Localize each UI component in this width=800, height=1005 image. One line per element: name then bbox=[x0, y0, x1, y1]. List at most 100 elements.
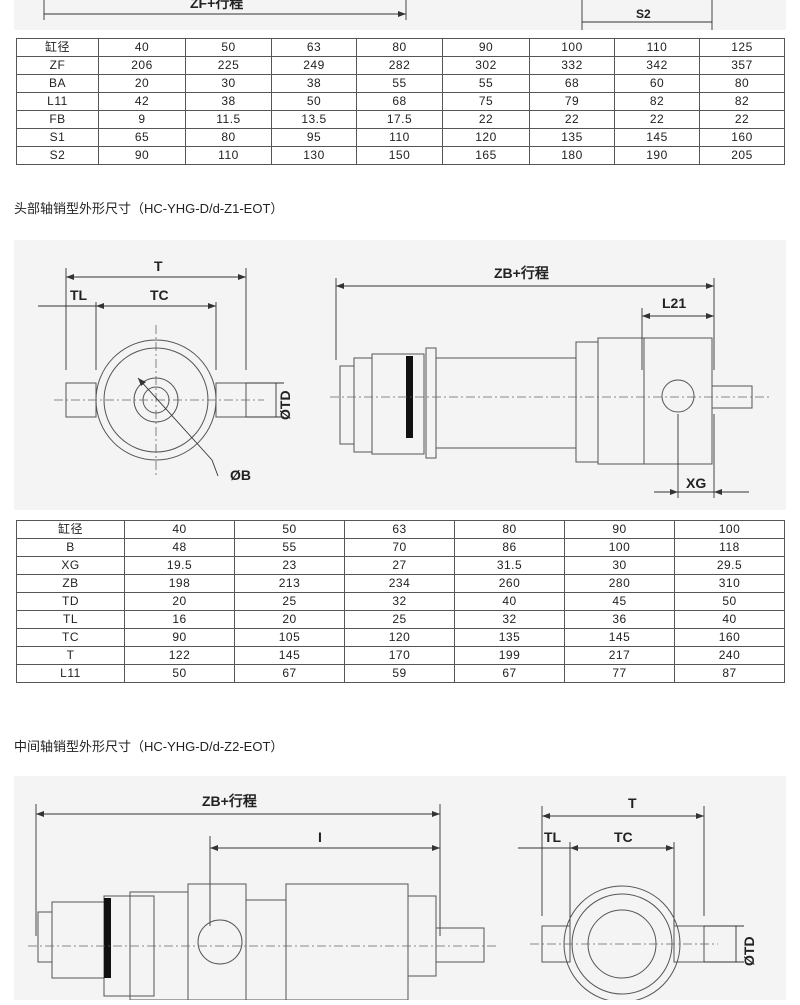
row-header-cell: B bbox=[16, 538, 125, 557]
row-header-cell: ZB bbox=[16, 574, 125, 593]
label-zb: ZB+行程 bbox=[494, 265, 549, 281]
table-cell: 234 bbox=[344, 574, 455, 593]
top-drawing-panel: ZF+行程 S2 bbox=[14, 0, 786, 30]
table-cell: 160 bbox=[699, 128, 785, 147]
table-cell: 32 bbox=[344, 592, 455, 611]
table-cell: 90 bbox=[564, 520, 675, 539]
table-cell: 199 bbox=[454, 646, 565, 665]
table-cell: 20 bbox=[234, 610, 345, 629]
label-zb-3: ZB+行程 bbox=[202, 793, 257, 809]
table-cell: 25 bbox=[234, 592, 345, 611]
table-cell: 22 bbox=[699, 110, 785, 129]
table-cell: 29.5 bbox=[674, 556, 785, 575]
label-t-3: T bbox=[628, 795, 637, 811]
label-tl: TL bbox=[70, 287, 88, 303]
label-t: T bbox=[154, 258, 163, 274]
table-cell: 86 bbox=[454, 538, 565, 557]
table-cell: 59 bbox=[344, 664, 455, 683]
table-cell: 357 bbox=[699, 56, 785, 75]
table-cell: 79 bbox=[529, 92, 615, 111]
table-cell: 125 bbox=[699, 38, 785, 57]
table-cell: 9 bbox=[98, 110, 186, 129]
section-3-caption: 中间轴销型外形尺寸（HC-YHG-D/d-Z2-EOT） bbox=[14, 739, 284, 754]
table-cell: 16 bbox=[124, 610, 235, 629]
table-cell: 100 bbox=[674, 520, 785, 539]
table-cell: 50 bbox=[674, 592, 785, 611]
head-trunnion-drawing: T TL TC ØTD ØB bbox=[38, 258, 769, 498]
table-cell: 110 bbox=[356, 128, 443, 147]
table-cell: 75 bbox=[442, 92, 530, 111]
table-cell: 110 bbox=[614, 38, 700, 57]
table-cell: 25 bbox=[344, 610, 455, 629]
table-cell: 342 bbox=[614, 56, 700, 75]
table-cell: 130 bbox=[271, 146, 357, 165]
table-cell: 40 bbox=[674, 610, 785, 629]
table-cell: 198 bbox=[124, 574, 235, 593]
table-cell: 310 bbox=[674, 574, 785, 593]
table-cell: 122 bbox=[124, 646, 235, 665]
table-cell: 17.5 bbox=[356, 110, 443, 129]
table-cell: 135 bbox=[454, 628, 565, 647]
table-cell: 100 bbox=[529, 38, 615, 57]
table-cell: 20 bbox=[124, 592, 235, 611]
table-cell: 205 bbox=[699, 146, 785, 165]
label-td: ØTD bbox=[277, 390, 293, 420]
section-2-caption: 头部轴销型外形尺寸（HC-YHG-D/d-Z1-EOT） bbox=[14, 201, 284, 216]
table-cell: 67 bbox=[454, 664, 565, 683]
row-header-cell: TL bbox=[16, 610, 125, 629]
table-cell: 145 bbox=[614, 128, 700, 147]
row-header-cell: TD bbox=[16, 592, 125, 611]
table-cell: 50 bbox=[124, 664, 235, 683]
table-cell: 145 bbox=[564, 628, 675, 647]
row-header-cell: ZF bbox=[16, 56, 99, 75]
table-cell: 80 bbox=[185, 128, 272, 147]
side-view-3: ZB+行程 I bbox=[28, 793, 496, 1001]
table-cell: 40 bbox=[98, 38, 186, 57]
table-cell: 38 bbox=[185, 92, 272, 111]
table-cell: 32 bbox=[454, 610, 565, 629]
table-cell: 120 bbox=[344, 628, 455, 647]
table-cell: 68 bbox=[529, 74, 615, 93]
table-cell: 40 bbox=[124, 520, 235, 539]
table-cell: 11.5 bbox=[185, 110, 272, 129]
label-xg: XG bbox=[686, 475, 706, 491]
table-cell: 213 bbox=[234, 574, 345, 593]
row-header-cell: S1 bbox=[16, 128, 99, 147]
table-cell: 22 bbox=[614, 110, 700, 129]
label-b: ØB bbox=[230, 467, 251, 483]
table-cell: 165 bbox=[442, 146, 530, 165]
table-cell: 45 bbox=[564, 592, 675, 611]
table-cell: 60 bbox=[614, 74, 700, 93]
table-cell: 260 bbox=[454, 574, 565, 593]
table-cell: 160 bbox=[674, 628, 785, 647]
table-cell: 95 bbox=[271, 128, 357, 147]
table-cell: 55 bbox=[356, 74, 443, 93]
table-cell: 23 bbox=[234, 556, 345, 575]
row-header-cell: BA bbox=[16, 74, 99, 93]
table-cell: 282 bbox=[356, 56, 443, 75]
label-i: I bbox=[318, 829, 322, 845]
table-cell: 150 bbox=[356, 146, 443, 165]
table-cell: 240 bbox=[674, 646, 785, 665]
table-cell: 190 bbox=[614, 146, 700, 165]
table-cell: 87 bbox=[674, 664, 785, 683]
table-cell: 63 bbox=[344, 520, 455, 539]
label-tl-3: TL bbox=[544, 829, 562, 845]
label-tc-3: TC bbox=[614, 829, 633, 845]
table-cell: 19.5 bbox=[124, 556, 235, 575]
table-cell: 120 bbox=[442, 128, 530, 147]
table-cell: 80 bbox=[356, 38, 443, 57]
table-cell: 90 bbox=[98, 146, 186, 165]
